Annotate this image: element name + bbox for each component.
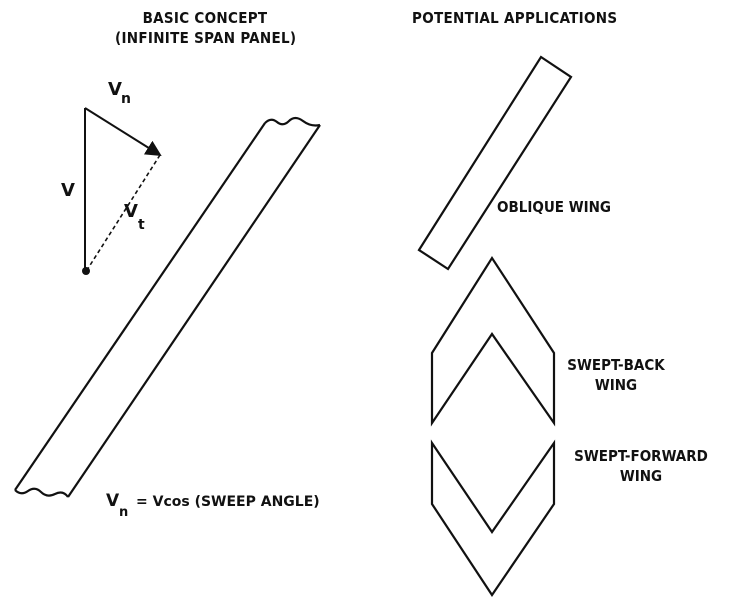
swept-forward-wing-label: SWEPT-FORWARD WING bbox=[566, 446, 716, 486]
vt-label: V bbox=[124, 201, 138, 222]
basic-concept-title: BASIC CONCEPT bbox=[142, 9, 268, 27]
swept-back-wing-shape bbox=[430, 255, 556, 427]
formula-rhs: = Vcos (SWEEP ANGLE) bbox=[136, 494, 320, 510]
formula-lhs: V bbox=[106, 491, 120, 511]
vn-vector bbox=[84, 107, 162, 157]
vn-label-subscript: n bbox=[121, 91, 131, 107]
infinite-span-panel bbox=[14, 116, 321, 498]
panel-edge-left bbox=[14, 122, 266, 491]
basic-concept-heading: BASIC CONCEPT (INFINITE SPAN PANEL) bbox=[115, 8, 297, 48]
panel-break-top bbox=[264, 116, 321, 127]
swept-forward-label-line2: WING bbox=[619, 467, 663, 485]
swept-forward-wing-shape bbox=[430, 439, 556, 597]
infinite-span-subtitle: (INFINITE SPAN PANEL) bbox=[115, 29, 297, 47]
vt-vector bbox=[86, 154, 161, 271]
vn-label: V bbox=[108, 79, 122, 100]
oblique-wing-label: OBLIQUE WING bbox=[497, 198, 611, 216]
formula-lhs-subscript: n bbox=[119, 505, 128, 520]
swept-forward-label-line1: SWEPT-FORWARD bbox=[574, 447, 708, 465]
vector-origin-dot bbox=[82, 267, 90, 275]
swept-back-wing-label: SWEPT-BACK WING bbox=[566, 355, 666, 395]
panel-edge-right bbox=[67, 124, 321, 498]
potential-applications-heading: POTENTIAL APPLICATIONS bbox=[412, 9, 618, 27]
oblique-wing-shape bbox=[417, 55, 573, 271]
v-label: V bbox=[61, 180, 75, 201]
swept-back-label-line1: SWEPT-BACK bbox=[567, 356, 665, 374]
velocity-triangle bbox=[82, 107, 162, 275]
swept-back-label-line2: WING bbox=[594, 376, 638, 394]
vt-label-subscript: t bbox=[138, 217, 145, 233]
panel-break-bottom bbox=[14, 487, 69, 498]
